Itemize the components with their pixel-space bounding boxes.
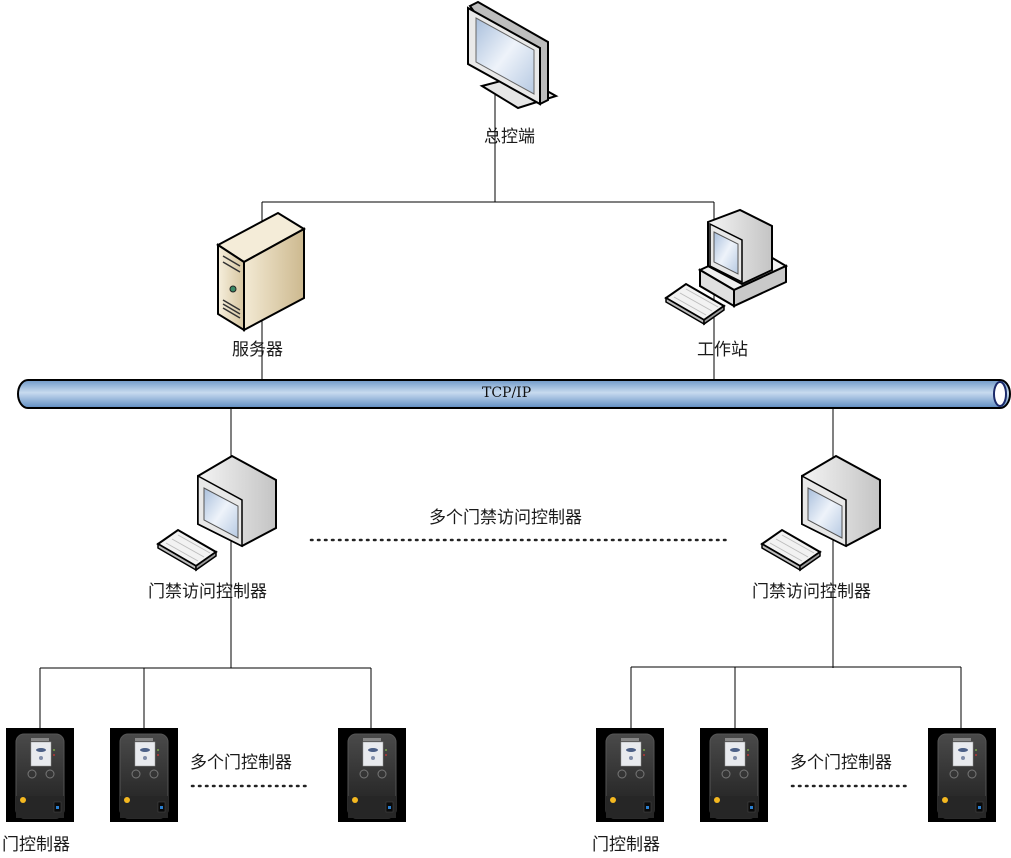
device-screen xyxy=(952,741,974,767)
multi-door-controllers-right-label: 多个门控制器 xyxy=(790,753,892,773)
access-controller-pc-right xyxy=(761,454,881,571)
workstation-label: 工作站 xyxy=(697,340,748,360)
access-controller-left-label: 门禁访问控制器 xyxy=(148,582,267,602)
tcp-ip-label: TCP/IP xyxy=(482,385,532,401)
access-controller-right-label: 门禁访问控制器 xyxy=(752,582,871,602)
multi-access-controllers-label: 多个门禁访问控制器 xyxy=(429,508,582,528)
device-screen xyxy=(362,741,384,767)
multi-door-controllers-left-label: 多个门控制器 xyxy=(190,753,292,773)
master-console-label: 总控端 xyxy=(484,127,535,147)
access-controller-pc-left xyxy=(157,454,277,571)
server-tower-icon xyxy=(216,211,306,332)
status-led xyxy=(610,797,616,803)
lcd-monitor-icon xyxy=(467,0,559,110)
device-screen xyxy=(30,741,52,767)
door-controller-device xyxy=(928,728,996,822)
device-screen xyxy=(134,741,156,767)
door-controller-left-label: 门控制器 xyxy=(2,835,70,855)
status-led xyxy=(714,797,720,803)
server-label: 服务器 xyxy=(232,340,283,360)
door-controller-device xyxy=(6,728,74,822)
workstation-pc-icon xyxy=(665,208,789,325)
door-controller-device xyxy=(596,728,664,822)
status-led xyxy=(942,797,948,803)
status-led xyxy=(20,797,26,803)
device-screen xyxy=(620,741,642,767)
door-controller-device xyxy=(338,728,406,822)
status-led xyxy=(352,797,358,803)
dotted-separators xyxy=(190,538,908,788)
network-bus-pipe xyxy=(17,379,1011,409)
status-led xyxy=(124,797,130,803)
door-controller-right-label: 门控制器 xyxy=(592,835,660,855)
door-controller-device xyxy=(700,728,768,822)
door-controller-device xyxy=(110,728,178,822)
device-screen xyxy=(724,741,746,767)
